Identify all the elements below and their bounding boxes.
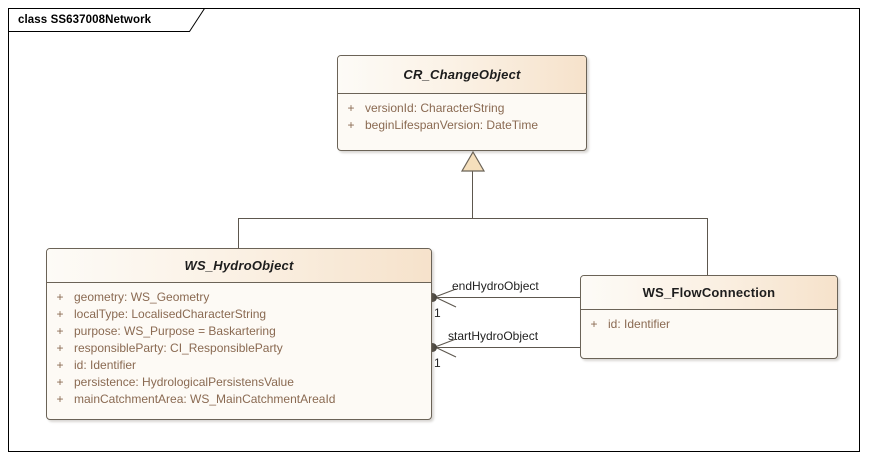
attribute-row: + localType: LocalisedCharacterString [47, 306, 431, 323]
attribute-row: + persistence: HydrologicalPersistensVal… [47, 374, 431, 391]
attribute-visibility: + [590, 317, 598, 331]
class-box-ws-hydroobject[interactable]: WS_HydroObject + geometry: WS_Geometry +… [46, 248, 432, 420]
attribute-text: purpose: WS_Purpose = Baskartering [74, 324, 276, 338]
association-line-starthydroobject [436, 347, 580, 348]
attribute-text: id: Identifier [608, 317, 671, 331]
class-name-ws-hydroobject: WS_HydroObject [184, 258, 294, 273]
association-source-dot-starthydroobject [428, 343, 437, 352]
association-arrowhead-starthydroobject [434, 338, 457, 358]
class-attributes-ws-hydroobject: + geometry: WS_Geometry + localType: Loc… [47, 283, 431, 414]
attribute-text: responsibleParty: CI_ResponsibleParty [74, 341, 283, 355]
attribute-row: + beginLifespanVersion: DateTime [338, 117, 586, 134]
attribute-visibility: + [56, 307, 64, 321]
diagram-title-label: class SS637008Network [18, 13, 152, 26]
attribute-row: + purpose: WS_Purpose = Baskartering [47, 323, 431, 340]
attribute-visibility: + [347, 118, 355, 132]
class-box-ws-flowconnection[interactable]: WS_FlowConnection + id: Identifier [580, 275, 838, 359]
generalization-drop-flowconnection [707, 218, 708, 277]
attribute-row: + id: Identifier [581, 316, 837, 333]
generalization-crossbar [238, 218, 708, 219]
association-multiplicity-starthydroobject: 1 [434, 356, 441, 370]
attribute-row: + id: Identifier [47, 357, 431, 374]
attribute-text: versionId: CharacterString [365, 101, 505, 115]
attribute-visibility: + [56, 341, 64, 355]
attribute-text: geometry: WS_Geometry [74, 290, 210, 304]
class-header-ws-flowconnection: WS_FlowConnection [581, 276, 837, 310]
association-line-endhydroobject [436, 297, 580, 298]
class-box-cr-changeobject[interactable]: CR_ChangeObject + versionId: CharacterSt… [337, 55, 587, 151]
attribute-visibility: + [347, 101, 355, 115]
generalization-drop-hydroobject [238, 218, 239, 250]
association-arrowhead-endhydroobject [434, 288, 457, 308]
class-header-ws-hydroobject: WS_HydroObject [47, 249, 431, 283]
association-multiplicity-endhydroobject: 1 [434, 306, 441, 320]
class-name-cr-changeobject: CR_ChangeObject [403, 67, 521, 82]
attribute-visibility: + [56, 290, 64, 304]
generalization-triangle-icon [460, 151, 486, 172]
diagram-frame [8, 8, 860, 452]
association-label-endhydroobject: endHydroObject [452, 279, 539, 293]
attribute-text: persistence: HydrologicalPersistensValue [74, 375, 294, 389]
attribute-text: beginLifespanVersion: DateTime [365, 118, 538, 132]
attribute-text: id: Identifier [74, 358, 137, 372]
class-header-cr-changeobject: CR_ChangeObject [338, 56, 586, 94]
attribute-visibility: + [56, 324, 64, 338]
class-attributes-ws-flowconnection: + id: Identifier [581, 310, 837, 339]
attribute-visibility: + [56, 392, 64, 406]
tab-shape-svg [8, 8, 206, 32]
attribute-visibility: + [56, 358, 64, 372]
attribute-row: + responsibleParty: CI_ResponsibleParty [47, 340, 431, 357]
attribute-row: + geometry: WS_Geometry [47, 289, 431, 306]
attribute-text: mainCatchmentArea: WS_MainCatchmentAreaI… [74, 392, 336, 406]
class-name-ws-flowconnection: WS_FlowConnection [642, 285, 776, 300]
attribute-row: + mainCatchmentArea: WS_MainCatchmentAre… [47, 391, 431, 408]
attribute-row: + versionId: CharacterString [338, 100, 586, 117]
association-source-dot-endhydroobject [428, 293, 437, 302]
attribute-text: localType: LocalisedCharacterString [74, 307, 267, 321]
association-label-starthydroobject: startHydroObject [448, 329, 539, 343]
generalization-stem [472, 171, 473, 219]
attribute-visibility: + [56, 375, 64, 389]
class-attributes-cr-changeobject: + versionId: CharacterString + beginLife… [338, 94, 586, 140]
